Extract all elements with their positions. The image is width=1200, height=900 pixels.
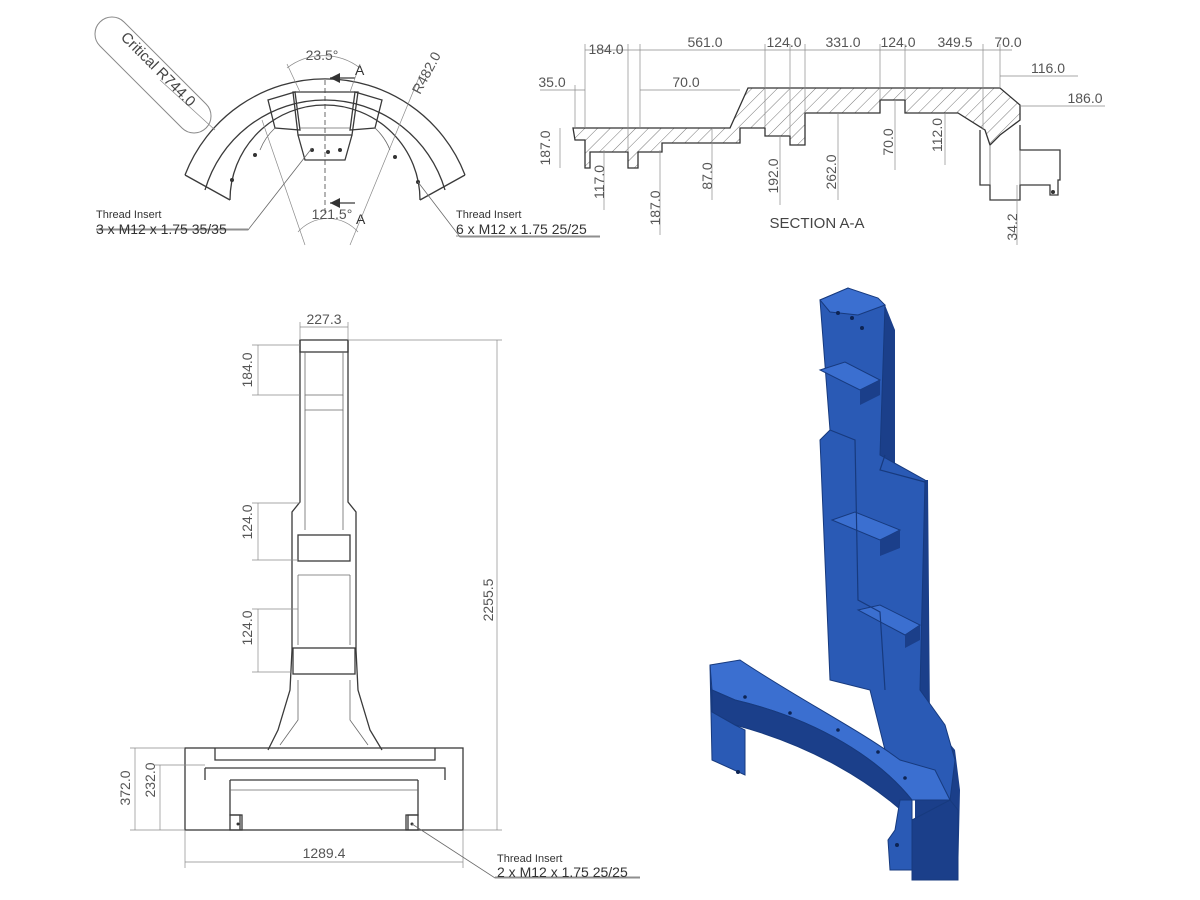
- dim-116: 116.0: [1031, 60, 1065, 76]
- dim-184-top: 184.0: [588, 41, 623, 57]
- dim-1289-4: 1289.4: [303, 845, 346, 861]
- dim-184-front: 184.0: [239, 352, 255, 387]
- insert-base-title: Thread Insert: [497, 853, 562, 865]
- angle-top-label: 23.5°: [306, 47, 339, 63]
- dim-124-front-b: 124.0: [239, 610, 255, 645]
- dim-124-a: 124.0: [766, 34, 801, 50]
- dim-187-b: 187.0: [647, 190, 663, 225]
- angle-bottom-label: 121.5°: [312, 206, 353, 222]
- dim-561: 561.0: [687, 34, 722, 50]
- top-view: 23.5° 121.5° R482.0 Critical R744.0 A A …: [94, 16, 600, 246]
- insert-right-spec: 6 x M12 x 1.75 25/25: [456, 221, 587, 237]
- dim-2255-5: 2255.5: [480, 578, 496, 621]
- dim-227-3: 227.3: [306, 311, 341, 327]
- insert-left-title: Thread Insert: [96, 209, 161, 221]
- dim-70: 70.0: [672, 74, 699, 90]
- dim-34-2: 34.2: [1004, 213, 1020, 240]
- dim-331: 331.0: [825, 34, 860, 50]
- insert-left-spec: 3 x M12 x 1.75 35/35: [96, 221, 227, 237]
- isometric-part-render: [709, 287, 960, 881]
- section-letter-top: A: [355, 62, 365, 78]
- dim-186: 186.0: [1067, 90, 1102, 106]
- dim-87: 87.0: [699, 162, 715, 189]
- dim-117: 117.0: [591, 165, 607, 199]
- insert-right-title: Thread Insert: [456, 209, 521, 221]
- dim-112: 112.0: [929, 118, 945, 152]
- radius-label: R482.0: [409, 49, 444, 97]
- dim-372: 372.0: [117, 770, 133, 805]
- dim-262: 262.0: [823, 154, 839, 189]
- dim-70-vertical: 70.0: [880, 128, 896, 155]
- critical-radius-label: Critical R744.0: [117, 29, 199, 111]
- dim-349-5: 349.5: [937, 34, 972, 50]
- dim-232: 232.0: [142, 762, 158, 797]
- dim-124-b: 124.0: [880, 34, 915, 50]
- dim-70-top: 70.0: [994, 34, 1021, 50]
- section-title: SECTION A-A: [769, 215, 864, 232]
- dim-124-front-a: 124.0: [239, 504, 255, 539]
- insert-base-spec: 2 x M12 x 1.75 25/25: [497, 864, 628, 880]
- section-letter-bottom: A: [356, 211, 366, 227]
- front-view: 227.3 184.0 124.0 124.0 2255.5 372.0 232…: [117, 311, 640, 880]
- section-view: 184.0 561.0 124.0 331.0 124.0 349.5 70.0…: [537, 34, 1105, 245]
- dim-187-a: 187.0: [537, 130, 553, 165]
- dim-35: 35.0: [538, 74, 565, 90]
- dim-192: 192.0: [765, 158, 781, 193]
